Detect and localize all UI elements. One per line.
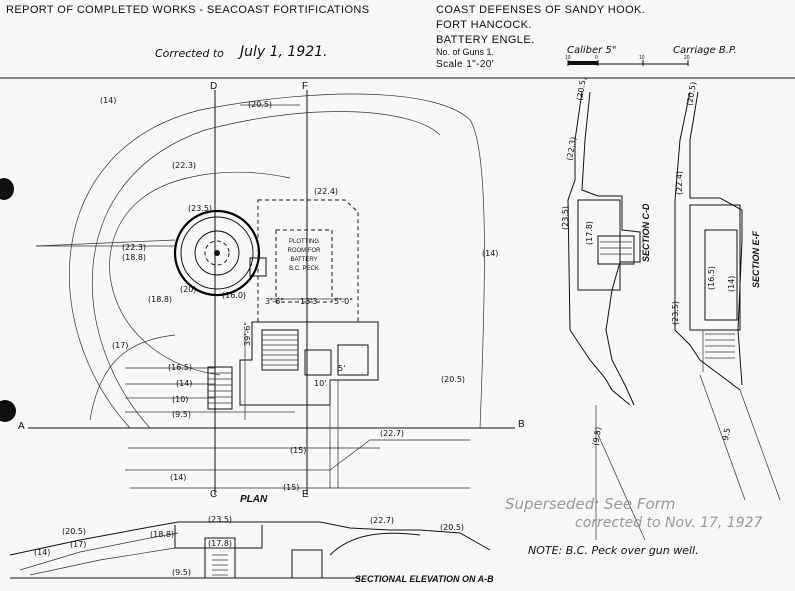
corrected-date: July 1, 1921. — [240, 44, 328, 60]
plan-caption: PLAN — [240, 494, 268, 505]
scale-bar — [567, 60, 689, 66]
gun-center — [214, 250, 220, 256]
section-cd-label: SECTION C-D — [641, 203, 651, 263]
elevation-dim: (9.5) — [172, 568, 191, 577]
corrected-label: Corrected to — [155, 47, 224, 60]
section-letter-e: E — [302, 489, 309, 500]
fort-name: FORT HANCOCK. — [436, 19, 532, 31]
pintle-circle — [204, 240, 230, 266]
note-text: NOTE: B.C. Peck over gun well. — [528, 544, 699, 557]
elevation-dim: (14) — [34, 548, 51, 557]
elevation-dim: (17.8) — [208, 539, 233, 548]
plan-dim: (22.4) — [314, 187, 339, 196]
plan-dim: (9.5) — [172, 410, 191, 419]
elevation-dim: (20.5) — [440, 523, 465, 532]
plan-dim: (22.3) — [172, 161, 197, 170]
section-cd — [567, 91, 646, 541]
scale-tick-label: 0 — [595, 55, 598, 61]
sectional-elevation — [9, 521, 491, 579]
plan-dim: (22.3) — [122, 243, 147, 252]
caliber: Caliber 5" — [567, 45, 617, 56]
contour-22-3 — [92, 111, 441, 429]
plan-dim: (20.5) — [248, 100, 273, 109]
elevation-dim: (20.5) — [62, 527, 87, 536]
plan-dim: 5'-0" — [334, 297, 353, 306]
plan-dim: (16.5) — [168, 363, 193, 372]
binder-hole — [0, 178, 14, 200]
elevation-dim: (23.5) — [208, 515, 233, 524]
section-letter-f: F — [302, 81, 309, 92]
plan-dim: (20.5) — [441, 375, 466, 384]
section-ef-dim: (16.5) — [707, 265, 716, 290]
plan-dim: (18.8) — [122, 253, 147, 262]
platform-stair — [207, 366, 233, 410]
plotting-room — [275, 229, 333, 303]
room-label-line: BATTERY — [290, 257, 318, 263]
plan-dim: (20) — [180, 285, 197, 294]
plan-dim: (14) — [170, 473, 187, 482]
plan-dim: (15) — [283, 483, 300, 492]
plan-dim: 3'-6" — [265, 297, 284, 306]
elevation-caption: SECTIONAL ELEVATION ON A-B — [355, 574, 494, 584]
elevation-dim: (17) — [70, 540, 87, 549]
section-letter-a: A — [18, 421, 25, 432]
elevation-dim: (18.8) — [150, 530, 175, 539]
plan-dim: 5' — [338, 364, 346, 373]
plan-dim: 39'-6" — [243, 321, 253, 347]
plotting-room-outline — [257, 199, 359, 323]
plan-dim: (14) — [176, 379, 193, 388]
gun-well-ring — [180, 216, 254, 290]
plan-dim: (16.0) — [222, 291, 247, 300]
section-letter-c: C — [210, 489, 218, 500]
plan-dim: (14) — [100, 96, 117, 105]
stair-treads — [262, 334, 298, 366]
contour-outer — [69, 93, 485, 429]
plan-dim: 10' — [314, 379, 327, 388]
superseded-note: Superseded: See Form — [505, 495, 676, 513]
gun-platform — [194, 230, 240, 276]
superseded-date: corrected to Nov. 17, 1927 — [575, 515, 763, 531]
gun-well-outer — [173, 209, 261, 297]
plan-dim: (23.5) — [188, 204, 213, 213]
contour-17 — [89, 334, 176, 421]
scale-tick-label: 10 — [639, 55, 645, 61]
contour-inner — [109, 171, 291, 376]
plan-dim: 13'3 — [300, 297, 318, 306]
scale-tick-label: 20 — [684, 55, 690, 61]
drawing-scale: Scale 1"-20' — [436, 59, 495, 70]
plan-view — [28, 90, 515, 495]
room-label-line: ROOM FOR — [287, 248, 321, 254]
scale-tick-label: 10 — [565, 55, 571, 61]
carriage: Carriage B.P. — [673, 45, 737, 56]
section-cd-dim: (23.5) — [561, 205, 570, 230]
section-cd-dim: (17.8) — [585, 220, 594, 245]
section-ef-dim: (14) — [727, 275, 736, 292]
plan-dim: (18.8) — [148, 295, 173, 304]
room-label-line: PLOTTING — [288, 239, 319, 245]
battery-name: BATTERY ENGLE. — [436, 34, 535, 46]
plan-dim: (14) — [482, 249, 499, 258]
binder-hole — [0, 400, 16, 422]
room-label-line: B.C. PECK — [289, 266, 319, 272]
plan-dim: (15) — [290, 446, 307, 455]
section-letter-b: B — [518, 419, 525, 430]
section-ef-dim: (22.4) — [675, 170, 684, 195]
section-ef — [674, 91, 781, 501]
elevation-dim: (22.7) — [370, 516, 395, 525]
plan-dim: (17) — [112, 341, 129, 350]
plan-dim: (10) — [172, 395, 189, 404]
plotting-room-label: PLOTTING ROOM FOR BATTERY B.C. PECK — [281, 238, 327, 274]
coast-defenses: COAST DEFENSES OF SANDY HOOK. — [436, 4, 646, 16]
section-ef-label: SECTION E-F — [751, 230, 761, 288]
report-title: REPORT OF COMPLETED WORKS - SEACOAST FOR… — [6, 4, 370, 16]
magazine-block — [239, 321, 379, 406]
section-letter-d: D — [210, 81, 218, 92]
plan-dim: (22.7) — [380, 429, 405, 438]
section-ef-dim: (23.5) — [671, 300, 680, 325]
no-of-guns: No. of Guns 1. — [436, 47, 495, 57]
